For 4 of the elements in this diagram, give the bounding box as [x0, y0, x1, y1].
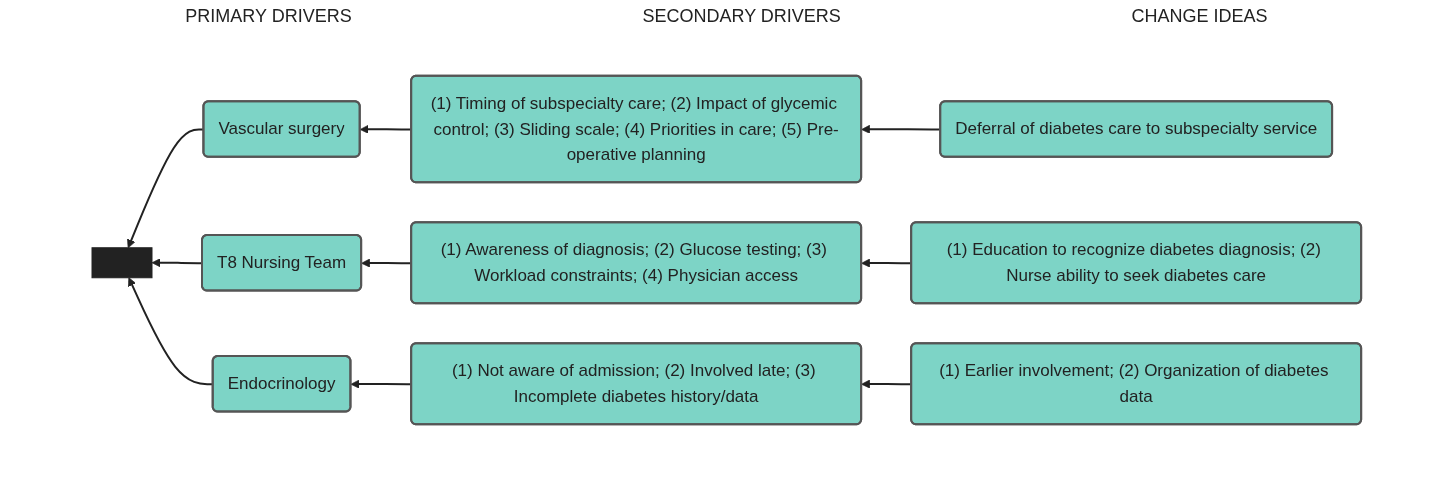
node-bar: [91, 247, 153, 279]
column-heading: CHANGE IDEAS: [1131, 6, 1268, 27]
column-heading: PRIMARY DRIVERS: [185, 6, 352, 27]
column-heading: SECONDARY DRIVERS: [642, 6, 841, 27]
